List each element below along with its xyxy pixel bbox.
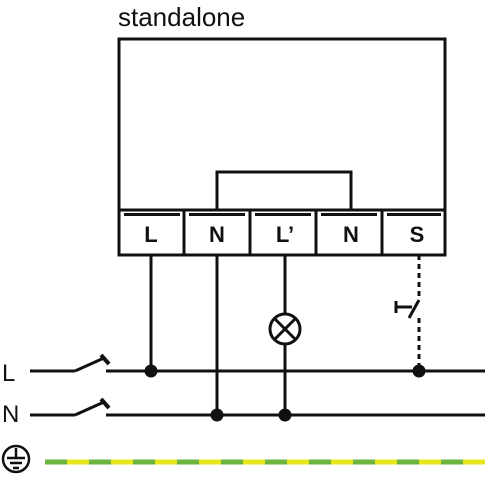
neutral-switch-contact bbox=[99, 397, 111, 410]
neutral-switch-blade bbox=[74, 400, 105, 417]
internal-neutral-bridge bbox=[215, 170, 353, 210]
terminal-label-n2: N bbox=[343, 222, 359, 247]
junction-dot bbox=[412, 364, 426, 378]
terminal-top-bar bbox=[255, 213, 311, 216]
junction-dot bbox=[210, 408, 224, 422]
terminal-label-l-prime: L’ bbox=[276, 222, 294, 247]
lamp-icon bbox=[268, 312, 302, 346]
junction-dot bbox=[144, 364, 158, 378]
terminal-label-n1: N bbox=[209, 222, 225, 247]
terminal-label-l: L bbox=[144, 222, 157, 247]
junction-dot bbox=[278, 408, 292, 422]
terminal-top-bar bbox=[387, 213, 441, 216]
diagram-title: standalone bbox=[118, 2, 245, 32]
live-switch-contact bbox=[99, 353, 111, 366]
live-switch-blade bbox=[74, 356, 105, 373]
terminal-strip bbox=[117, 208, 447, 257]
live-line-label: L bbox=[2, 360, 15, 387]
neutral-line bbox=[30, 397, 485, 417]
terminal-block: L N L’ N S bbox=[117, 208, 447, 257]
terminal-top-bar bbox=[189, 213, 245, 216]
terminal-top-bar bbox=[321, 213, 377, 216]
pushbutton-icon bbox=[394, 299, 421, 319]
terminal-top-bar bbox=[124, 213, 180, 216]
neutral-line-label: N bbox=[2, 401, 19, 428]
earth-ground-icon bbox=[1, 444, 31, 474]
terminal-label-s: S bbox=[410, 222, 425, 247]
